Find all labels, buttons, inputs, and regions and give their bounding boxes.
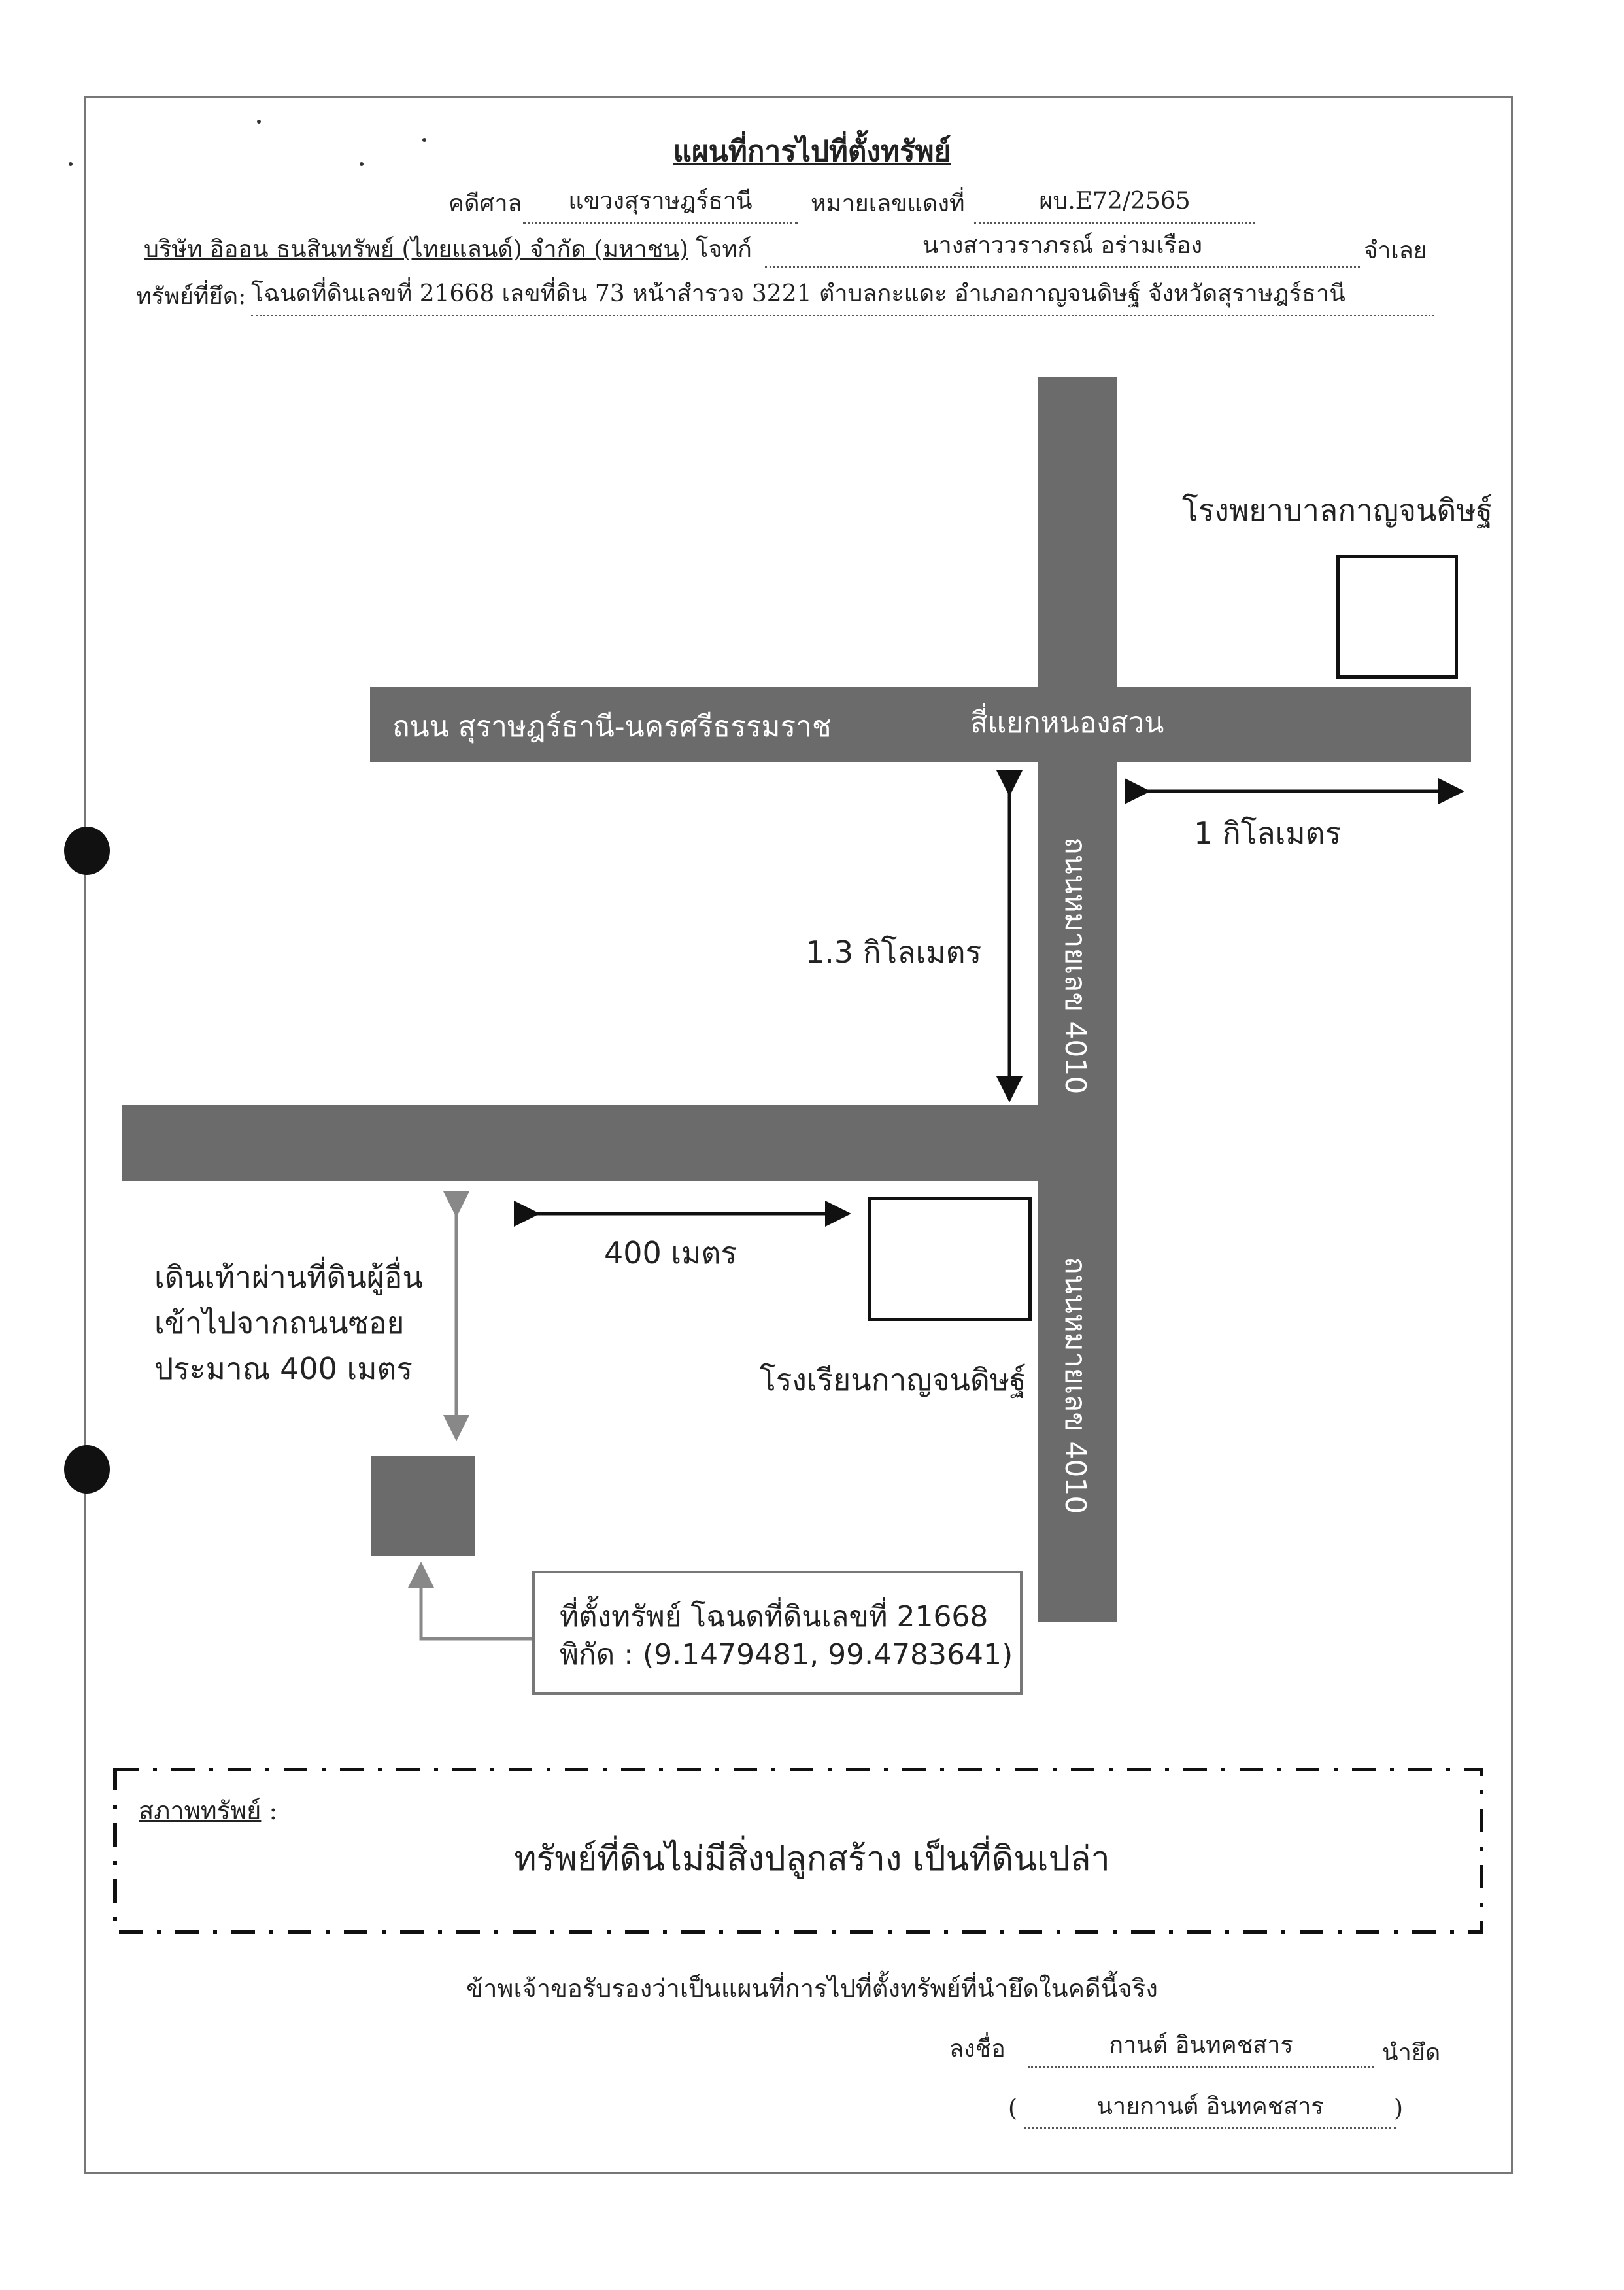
condition-box: [113, 1768, 1483, 1934]
close-paren: ): [1394, 2095, 1404, 2122]
hospital-label: โรงพยาบาลกาญจนดิษฐ์: [1182, 492, 1493, 528]
property-value: โฉนดที่ดินเลขที่ 21668 เลขที่ดิน 73 หน้า…: [251, 275, 1434, 316]
punch-hole-upper: [64, 827, 110, 875]
plaintiff-label: โจทก์: [696, 236, 752, 263]
property-label: ทรัพย์ที่ยึด:: [136, 283, 246, 310]
callout-deed-line: ที่ตั้งทรัพย์ โฉนดที่ดินเลขที่ 21668: [560, 1600, 989, 1633]
school-label: โรงเรียนกาญจนดิษฐ์: [760, 1362, 1026, 1397]
arrow-callout-pointer: [408, 1562, 532, 1641]
court-label: คดีศาล: [448, 190, 522, 217]
signature: กานต์ อินทคชสาร: [1028, 2026, 1374, 2068]
hospital-marker: [1336, 555, 1458, 679]
condition-label-text: สภาพทรัพย์: [139, 1796, 262, 1825]
soi-road: [122, 1105, 1117, 1181]
walk-note: เดินเท้าผ่านที่ดินผู้อื่น เข้าไปจากถนนซอ…: [154, 1254, 423, 1392]
distance-1km-label: 1 กิโลเมตร: [1194, 815, 1342, 851]
scan-speck: [422, 138, 426, 142]
distance-1-3km-label: 1.3 กิโลเมตร: [805, 934, 982, 970]
property-plot-marker: [371, 1456, 475, 1556]
court-value: แขวงสุราษฎร์ธานี: [523, 182, 798, 224]
page-frame: [84, 96, 1513, 2174]
distance-400m-label: 400 เมตร: [604, 1235, 737, 1271]
condition-label: สภาพทรัพย์ :: [139, 1790, 277, 1830]
punch-hole-lower: [64, 1445, 110, 1494]
case-number-value: ผบ.E72/2565: [974, 182, 1255, 224]
signer-role: นำยึด: [1382, 2040, 1441, 2066]
main-road: [370, 687, 1471, 762]
sign-label: ลงชื่อ: [949, 2036, 1006, 2062]
defendant-label: จำเลย: [1364, 237, 1427, 264]
printed-name: นายกานต์ อินทคชสาร: [1024, 2087, 1396, 2129]
case-number-label: หมายเลขแดงที่: [811, 190, 965, 217]
school-marker: [868, 1197, 1032, 1321]
road-4010: [1038, 377, 1117, 1622]
defendant-value: นางสาววราภรณ์ อร่ามเรือง: [765, 226, 1360, 268]
scan-speck: [257, 120, 261, 124]
certification-statement: ข้าพเจ้าขอรับรองว่าเป็นแผนที่การไปที่ตั้…: [466, 1974, 1158, 2003]
walk-note-line-1: เดินเท้าผ่านที่ดินผู้อื่น: [154, 1259, 423, 1295]
property-location-callout: ที่ตั้งทรัพย์ โฉนดที่ดินเลขที่ 21668 พิก…: [532, 1571, 1023, 1695]
open-paren: (: [1008, 2095, 1018, 2122]
callout-coordinates-line: พิกัด : (9.1479481, 99.4783641): [560, 1638, 1013, 1671]
walk-note-line-3: ประมาณ 400 เมตร: [154, 1351, 413, 1386]
walk-note-line-2: เข้าไปจากถนนซอย: [154, 1305, 405, 1341]
scan-speck: [360, 162, 364, 166]
page-title: แผนที่การไปที่ตั้งทรัพย์: [673, 135, 951, 168]
intersection-label: สี่แยกหนองสวน: [970, 706, 1164, 740]
condition-text: ทรัพย์ที่ดินไม่มีสิ่งปลูกสร้าง เป็นที่ดิ…: [514, 1839, 1110, 1879]
condition-label-colon: :: [269, 1796, 278, 1825]
plaintiff-name: บริษัท อิออน ธนสินทรัพย์ (ไทยแลนด์) จำกั…: [144, 236, 688, 263]
scan-speck: [69, 162, 73, 166]
main-road-label: ถนน สุราษฎร์ธานี-นครศรีธรรมราช: [392, 710, 832, 743]
